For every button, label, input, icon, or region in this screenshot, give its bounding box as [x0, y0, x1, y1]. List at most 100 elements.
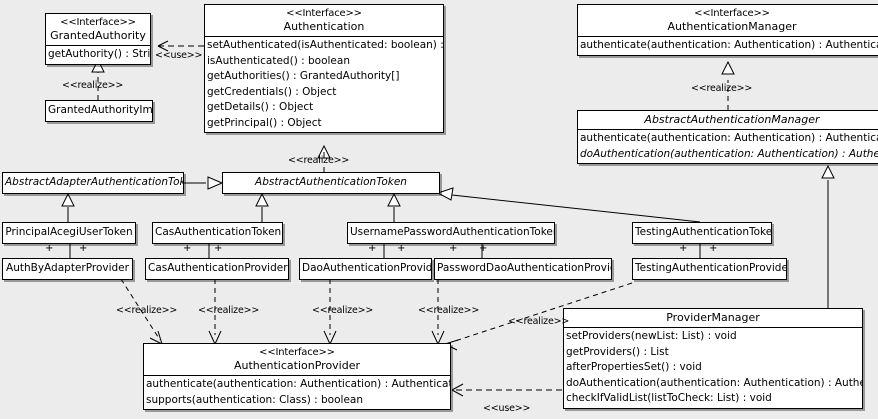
edge-label-realize-authbyadapter: <<realize>>	[116, 305, 178, 316]
class-header: <<Interface>> AuthenticationManager	[578, 5, 878, 36]
class-header: AbstractAuthenticationManager	[578, 111, 878, 129]
class-abstract-authentication-manager[interactable]: AbstractAuthenticationManager authentica…	[577, 110, 878, 165]
method-row: setProviders(newList: List) : void	[566, 330, 737, 343]
methods-compartment: getAuthority() : String	[46, 45, 150, 64]
edge-label-realize-daoprovider: <<realize>>	[312, 305, 374, 316]
class-granted-authority[interactable]: <<Interface>> GrantedAuthority getAuthor…	[45, 13, 151, 65]
method-row: afterPropertiesSet() : void	[566, 361, 702, 374]
assoc-plus-marker: +	[368, 243, 377, 254]
assoc-plus-marker: +	[449, 243, 458, 254]
class-header: CasAuthenticationToken	[153, 223, 282, 243]
class-header: <<Interface>> AuthenticationProvider	[144, 344, 450, 375]
method-row: getAuthorities() : GrantedAuthority[]	[207, 70, 400, 83]
assoc-plus-marker: +	[479, 243, 488, 254]
assoc-plus-marker: +	[214, 243, 223, 254]
edge-label-realize-grantedauthorityimpl: <<realize>>	[62, 80, 124, 91]
class-header: AbstractAdapterAuthenticationToken	[3, 173, 183, 193]
class-testing-authentication-token[interactable]: TestingAuthenticationToken	[632, 222, 772, 244]
methods-compartment: authenticate(authentication: Authenticat…	[144, 375, 450, 409]
stereotype-label: <<Interface>>	[259, 347, 335, 358]
method-row: getCredentials() : Object	[207, 85, 337, 98]
class-authentication-manager[interactable]: <<Interface>> AuthenticationManager auth…	[577, 4, 878, 56]
link-generalization-adaptertoken-abstracttoken	[184, 176, 224, 190]
class-name: AuthByAdapterProvider	[6, 262, 129, 274]
methods-compartment: setAuthenticated(isAuthenticated: boolea…	[205, 36, 443, 132]
class-cas-authentication-provider[interactable]: CasAuthenticationProvider	[145, 258, 289, 280]
class-provider-manager[interactable]: ProviderManager setProviders(newList: Li…	[563, 308, 863, 409]
class-name: TestingAuthenticationProvider	[635, 262, 787, 274]
method-row: authenticate(authentication: Authenticat…	[580, 39, 878, 52]
class-name: PrincipalAcegiUserToken	[5, 226, 133, 238]
link-generalization-principaltoken-adaptertoken	[61, 192, 75, 222]
edge-label-realize-casprovider: <<realize>>	[198, 305, 260, 316]
methods-compartment: authenticate(authentication: Authenticat…	[578, 36, 878, 55]
class-name: GrantedAuthority	[50, 29, 146, 42]
class-auth-by-adapter-provider[interactable]: AuthByAdapterProvider	[2, 258, 133, 280]
method-row: getDetails() : Object	[207, 101, 314, 114]
class-name: CasAuthenticationProvider	[148, 262, 288, 274]
class-name: AuthenticationManager	[667, 20, 797, 33]
method-row: doAuthentication(authentication: Authent…	[566, 376, 862, 389]
class-header: TestingAuthenticationProvider	[633, 259, 786, 279]
link-generalization-testingtoken-abstracttoken	[436, 187, 701, 223]
class-cas-authentication-token[interactable]: CasAuthenticationToken	[152, 222, 283, 244]
class-name: CasAuthenticationToken	[155, 226, 282, 238]
class-testing-authentication-provider[interactable]: TestingAuthenticationProvider	[632, 258, 787, 280]
class-name: UsernamePasswordAuthenticationToken	[350, 226, 555, 238]
method-row: authenticate(authentication: Authenticat…	[146, 378, 450, 391]
class-name: PasswordDaoAuthenticationProvider	[437, 262, 612, 274]
assoc-plus-marker: +	[679, 243, 688, 254]
assoc-plus-marker: +	[79, 243, 88, 254]
class-name: AbstractAuthenticationManager	[644, 113, 820, 126]
class-abstract-authentication-token[interactable]: AbstractAuthenticationToken	[222, 172, 440, 194]
link-generalization-providermanager-abstractmanager	[821, 164, 835, 308]
methods-compartment: authenticate(authentication: Authenticat…	[578, 129, 878, 163]
methods-compartment: setProviders(newList: List) : void getPr…	[564, 327, 862, 408]
class-name: TestingAuthenticationToken	[635, 226, 772, 238]
method-row: getAuthority() : String	[48, 48, 150, 61]
assoc-plus-marker: +	[45, 243, 54, 254]
class-name: ProviderManager	[666, 311, 760, 324]
edge-label-use-providermanager: <<use>>	[483, 403, 531, 414]
method-row: setAuthenticated(isAuthenticated: boolea…	[207, 39, 443, 52]
edge-label-realize-testingprovider: <<realize>>	[508, 316, 570, 327]
class-username-password-authentication-token[interactable]: UsernamePasswordAuthenticationToken	[347, 222, 555, 244]
class-name: DaoAuthenticationProvider	[302, 262, 432, 274]
class-header: UsernamePasswordAuthenticationToken	[348, 223, 554, 243]
class-name: AuthenticationProvider	[233, 359, 361, 372]
method-row: doAuthentication(authentication: Authent…	[580, 147, 878, 160]
stereotype-label: <<Interface>>	[694, 8, 770, 19]
edge-label-realize-passworddaoprovider: <<realize>>	[418, 305, 480, 316]
method-row: authenticate(authentication: Authenticat…	[580, 132, 878, 145]
class-principal-acegi-user-token[interactable]: PrincipalAcegiUserToken	[2, 222, 136, 244]
class-abstract-adapter-authentication-token[interactable]: AbstractAdapterAuthenticationToken	[2, 172, 184, 194]
class-header: PrincipalAcegiUserToken	[3, 223, 135, 243]
method-row: isAuthenticated() : boolean	[207, 54, 350, 67]
assoc-plus-marker: +	[709, 243, 718, 254]
class-header: AuthByAdapterProvider	[3, 259, 132, 279]
class-header: PasswordDaoAuthenticationProvider	[435, 259, 611, 279]
stereotype-label: <<Interface>>	[60, 17, 136, 28]
class-header: TestingAuthenticationToken	[633, 223, 771, 243]
class-header: CasAuthenticationProvider	[146, 259, 288, 279]
class-authentication-provider[interactable]: <<Interface>> AuthenticationProvider aut…	[143, 343, 451, 411]
link-generalization-upatoken-abstracttoken	[387, 192, 401, 222]
class-name: AbstractAuthenticationToken	[255, 176, 407, 188]
class-name: GrantedAuthorityImpl	[48, 104, 153, 116]
method-row: getProviders() : List	[566, 345, 669, 358]
method-row: supports(authentication: Class) : boolea…	[146, 393, 363, 406]
class-name: AbstractAdapterAuthenticationToken	[5, 176, 184, 188]
method-row: checkIfValidList(listToCheck: List) : vo…	[566, 392, 772, 405]
edge-label-realize-abstractmanager: <<realize>>	[691, 83, 753, 94]
class-name: Authentication	[283, 20, 365, 33]
edge-label-use-authentication-grantedauthority: <<use>>	[155, 50, 203, 61]
class-authentication[interactable]: <<Interface>> Authentication setAuthenti…	[204, 4, 444, 134]
class-header: GrantedAuthorityImpl	[46, 101, 152, 121]
stereotype-label: <<Interface>>	[286, 8, 362, 19]
class-dao-authentication-provider[interactable]: DaoAuthenticationProvider	[299, 258, 432, 280]
class-granted-authority-impl[interactable]: GrantedAuthorityImpl	[45, 100, 153, 122]
class-password-dao-authentication-provider[interactable]: PasswordDaoAuthenticationProvider	[434, 258, 612, 280]
method-row: getPrincipal() : Object	[207, 116, 322, 129]
link-generalization-castoken-abstracttoken	[255, 192, 269, 222]
edge-label-realize-abstracttoken-authentication: <<realize>>	[288, 155, 350, 166]
